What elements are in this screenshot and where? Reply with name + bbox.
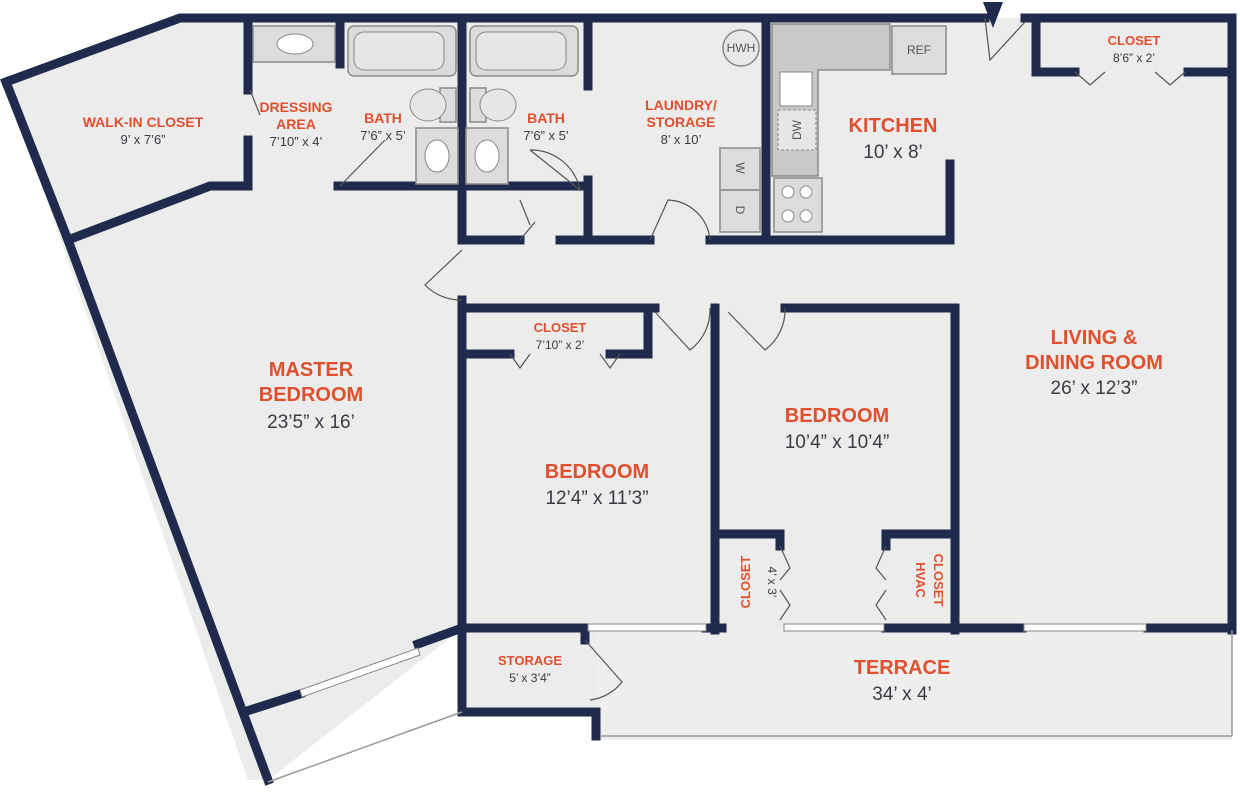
- fixture-ref: REF: [907, 43, 931, 57]
- dressing-area-name-1: DRESSING: [259, 99, 332, 115]
- hvac-closet-name-2: CLOSET: [931, 554, 946, 607]
- bath-2-name: BATH: [527, 110, 565, 126]
- sliding-doors: [299, 623, 1147, 698]
- terrace-dim: 34’ x 4’: [872, 684, 932, 705]
- door-swings: [249, 17, 1186, 701]
- kitchen-name: KITCHEN: [849, 115, 938, 137]
- master-bedroom-name-1: MASTER: [269, 359, 354, 381]
- storage-name: STORAGE: [498, 653, 562, 668]
- bedroom-2-dim: 10’4” x 10’4”: [785, 432, 890, 453]
- laundry-name-2: STORAGE: [647, 114, 716, 130]
- laundry-dim: 8’ x 10’: [661, 132, 702, 147]
- master-bedroom-name-2: BEDROOM: [259, 384, 363, 406]
- dressing-area-dim: 7’10” x 4’: [270, 134, 323, 149]
- bedroom-1-dim: 12’4” x 11’3”: [545, 488, 648, 509]
- bath-1-name: BATH: [364, 110, 402, 126]
- living-name-1: LIVING &: [1051, 327, 1138, 349]
- bedroom-closet-name: CLOSET: [534, 320, 587, 335]
- terrace-name: TERRACE: [854, 657, 951, 679]
- bedroom-closet-dim: 7’10” x 2’: [536, 338, 585, 352]
- floor-area: [6, 18, 1232, 780]
- fixture-washer: W: [733, 162, 747, 174]
- master-bedroom-dim: 23’5” x 16’: [267, 412, 355, 433]
- walk-in-closet-dim: 9’ x 7’6”: [120, 132, 165, 147]
- walk-in-closet-name: WALK-IN CLOSET: [83, 114, 204, 130]
- storage-dim: 5’ x 3’4”: [509, 671, 551, 685]
- bedroom-2-name: BEDROOM: [785, 405, 889, 427]
- hvac-closet-name-1: HVAC: [913, 562, 928, 598]
- dressing-area-name-2: AREA: [276, 116, 316, 132]
- dryer: [719, 189, 761, 233]
- small-closet-name: CLOSET: [738, 556, 753, 609]
- terrace-floor: [596, 628, 1232, 736]
- living-name-2: DINING ROOM: [1025, 352, 1163, 374]
- bath-1-dim: 7’6” x 5’: [360, 128, 406, 143]
- stove: [773, 177, 823, 233]
- walls: [0, 13, 1237, 786]
- vanity-sink-2: [465, 127, 509, 185]
- water-heater: [722, 29, 760, 67]
- fixtures: [252, 23, 947, 233]
- fixture-dryer: D: [733, 206, 747, 215]
- entry-closet-name: CLOSET: [1108, 33, 1161, 48]
- living-dim: 26’ x 12’3”: [1051, 378, 1138, 399]
- dishwasher: [777, 109, 817, 151]
- washer: [719, 147, 761, 191]
- kitchen-sink: [779, 71, 813, 107]
- entry-closet-dim: 8’6” x 2’: [1113, 51, 1155, 65]
- laundry-name-1: LAUNDRY/: [645, 97, 717, 113]
- terrace-railings: [267, 630, 1233, 783]
- small-closet-dim: 4’ x 3’: [765, 567, 779, 598]
- bath-2-dim: 7’6” x 5’: [523, 128, 569, 143]
- fixture-hwh: HWH: [727, 41, 756, 55]
- fridge: [891, 25, 947, 75]
- kitchen-dim: 10’ x 8’: [863, 142, 923, 163]
- bedroom-1-name: BEDROOM: [545, 461, 649, 483]
- entrance-arrow-icon: [983, 2, 1003, 28]
- fixture-dw: DW: [790, 119, 804, 140]
